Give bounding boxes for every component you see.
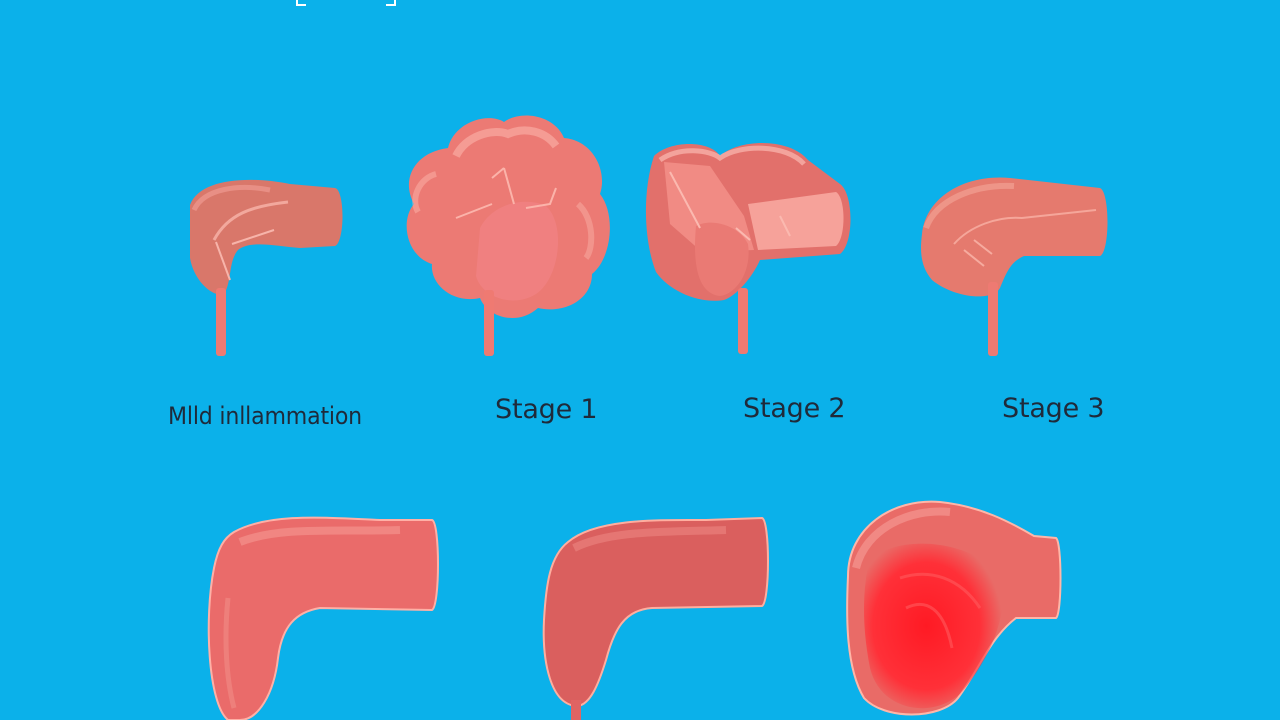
top-bracket-mark [386, 0, 396, 6]
organ-mild-inflammation [190, 179, 343, 356]
organ-bottom-3 [846, 500, 1062, 716]
organ-stage-3 [921, 177, 1108, 356]
label-stage-1: Stage 1 [495, 394, 598, 425]
organ-bottom-1 [207, 516, 439, 720]
organ-bottom-2 [542, 516, 769, 720]
organ-stage-1 [406, 115, 610, 356]
label-stage-3: Stage 3 [1002, 393, 1105, 424]
label-stage-2: Stage 2 [743, 393, 846, 424]
label-mild-inflammation: Mlld inllammation [168, 402, 363, 430]
organ-stage-2 [645, 142, 851, 354]
top-bracket-mark [296, 0, 306, 6]
